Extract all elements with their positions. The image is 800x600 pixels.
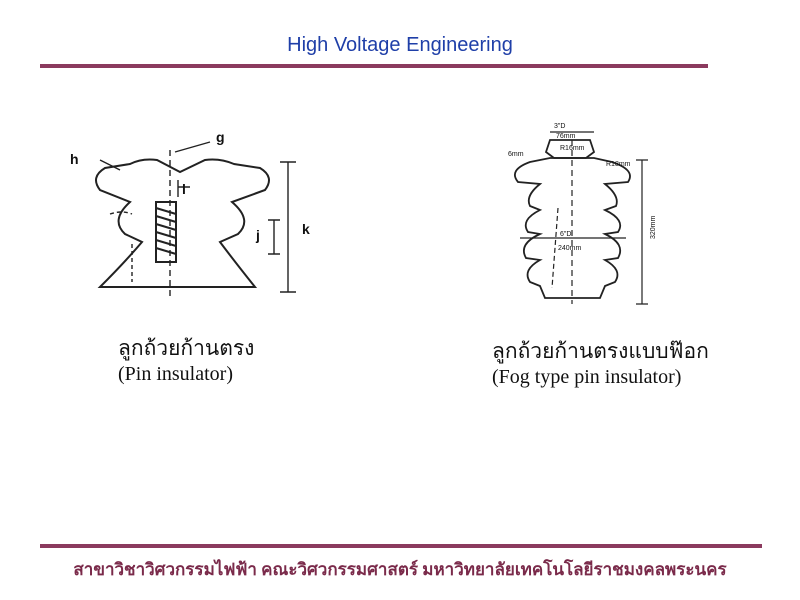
label-top-dia: 3"D	[554, 123, 565, 130]
caption-thai: ลูกถ้วยก้านตรง	[118, 336, 255, 360]
slide-footer: สาขาวิชาวิศวกรรมไฟฟ้า คณะวิศวกรรมศาสตร์ …	[73, 560, 727, 579]
label-height: 320mm	[650, 215, 657, 239]
fog-insulator-drawing: 3"D 76mm R16mm 6mm R18mm 6"D 240mm 320mm	[508, 123, 657, 305]
pin-insulator-drawing: h g l j k	[70, 129, 310, 297]
label-top-left: 6mm	[508, 151, 524, 158]
label-r18: R18mm	[606, 161, 631, 168]
label-top-width: 76mm	[556, 133, 576, 140]
label-g: g	[216, 129, 225, 145]
fog-insulator-caption: ลูกถ้วยก้านตรงแบบฟ๊อก (Fog type pin insu…	[492, 338, 709, 390]
caption-thai: ลูกถ้วยก้านตรงแบบฟ๊อก	[492, 339, 709, 363]
caption-english: (Pin insulator)	[118, 363, 233, 385]
caption-english: (Fog type pin insulator)	[492, 366, 682, 388]
label-mid-width: 240mm	[558, 245, 582, 252]
pin-insulator-caption: ลูกถ้วยก้านตรง (Pin insulator)	[118, 335, 254, 387]
label-r16: R16mm	[560, 145, 585, 152]
label-l: l	[182, 181, 186, 197]
label-h: h	[70, 151, 79, 167]
label-k: k	[302, 221, 310, 237]
bottom-divider	[40, 544, 762, 548]
label-mid-dia: 6"D	[560, 231, 571, 238]
slide-title: High Voltage Engineering	[287, 34, 513, 56]
label-j: j	[255, 227, 260, 243]
top-divider	[40, 64, 708, 68]
